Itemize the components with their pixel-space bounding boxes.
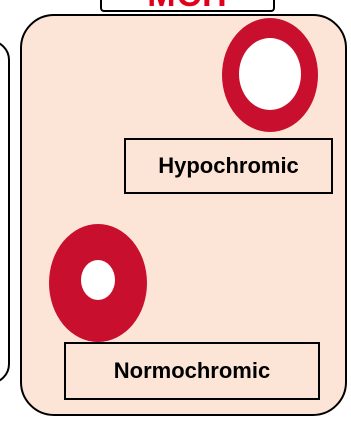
adjacent-panel-edge <box>0 40 10 384</box>
hypochromic-label: Hypochromic <box>124 138 333 194</box>
hypochromic-rbc-central-pallor <box>239 38 301 110</box>
hypochromic-rbc <box>222 18 318 132</box>
partial-heading: MCH <box>100 0 275 12</box>
normochromic-label: Normochromic <box>64 342 320 400</box>
normochromic-rbc-central-pallor <box>81 260 115 300</box>
normochromic-label-text: Normochromic <box>114 358 270 384</box>
partial-heading-text: MCH <box>147 0 227 12</box>
normochromic-rbc <box>49 224 147 342</box>
hypochromic-label-text: Hypochromic <box>158 153 299 179</box>
